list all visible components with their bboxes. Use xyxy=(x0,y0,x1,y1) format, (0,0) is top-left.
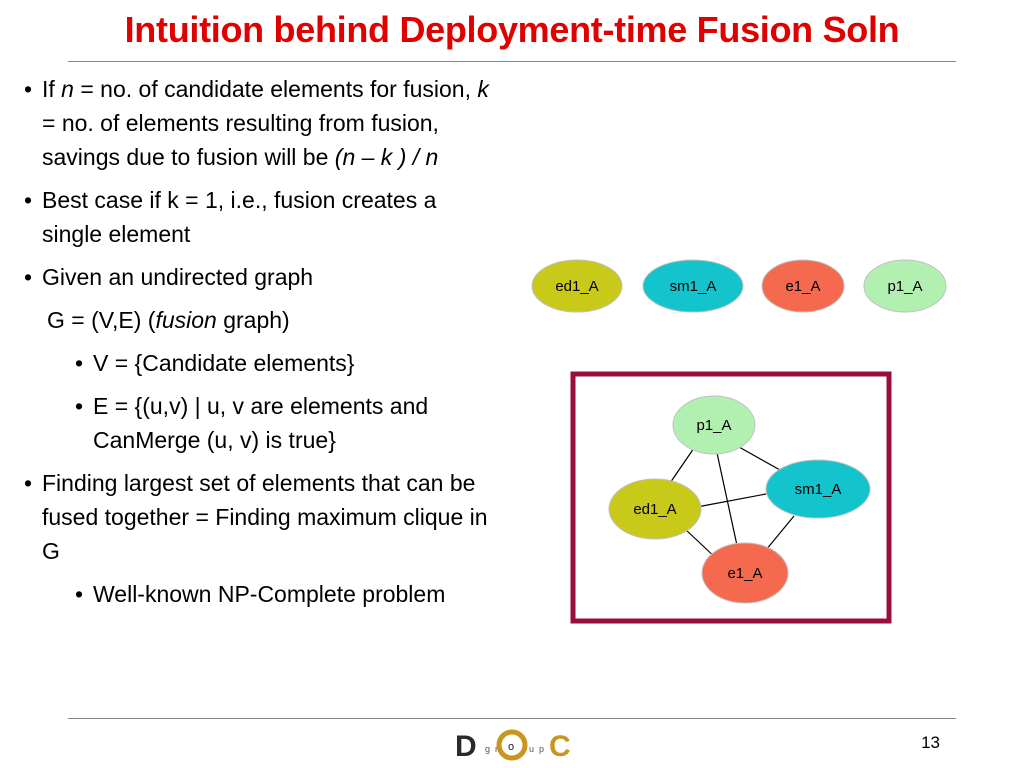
node-p1-a-shape xyxy=(672,395,756,455)
slide-title: Intuition behind Deployment-time Fusion … xyxy=(124,9,900,50)
node-sm1-a: sm1_A xyxy=(765,459,871,519)
bullet-dot: • xyxy=(24,470,33,496)
sub-bullet-edges: •E = {(u,v) | u, v are elements and CanM… xyxy=(20,389,490,457)
node-sm1-a-shape xyxy=(765,459,871,519)
element-sm1-a-label: sm1_A xyxy=(670,278,717,295)
graph-definition: G = (V,E) (fusion graph) xyxy=(47,307,290,333)
node-ed1-a-label: ed1_A xyxy=(633,501,676,518)
node-e1-a-shape xyxy=(701,542,789,604)
fusion-graph: p1_A sm1_A ed1_A e1_A xyxy=(570,371,892,624)
edge-p1-ed1 xyxy=(667,447,695,487)
sub-bullet-np-complete: •Well-known NP-Complete problem xyxy=(20,577,490,611)
node-sm1-a-label: sm1_A xyxy=(795,481,842,498)
candidate-elements-row: ed1_A sm1_A e1_A p1_A xyxy=(531,259,947,313)
bullet-list: •If n = no. of candidate elements for fu… xyxy=(20,72,490,611)
logo-letter-r: r xyxy=(495,744,498,754)
logo-letter-d: D xyxy=(455,730,477,762)
sub-bullet-vertices: •V = {Candidate elements} xyxy=(20,346,490,380)
node-ed1-a: ed1_A xyxy=(608,478,702,540)
title-divider xyxy=(68,61,956,62)
bullet-dot: • xyxy=(24,76,33,102)
logo-circle-icon xyxy=(496,729,528,761)
bullet-dot: • xyxy=(75,350,84,376)
element-e1-a: e1_A xyxy=(761,259,845,313)
element-p1-a-label: p1_A xyxy=(887,278,922,295)
element-ed1-a-label: ed1_A xyxy=(555,278,598,295)
node-p1-a: p1_A xyxy=(672,395,756,455)
bullet-dot: • xyxy=(24,264,33,290)
bullet-dot: • xyxy=(24,187,33,213)
bullet-max-clique: •Finding largest set of elements that ca… xyxy=(20,466,490,568)
node-e1-a-label: e1_A xyxy=(727,565,762,582)
page-number: 13 xyxy=(921,733,940,752)
element-e1-a-label: e1_A xyxy=(785,278,820,295)
node-ed1-a-shape xyxy=(608,478,702,540)
element-ed1-a-shape xyxy=(531,259,623,313)
bullet-dot: • xyxy=(75,393,84,419)
bullet-best-case: •Best case if k = 1, i.e., fusion create… xyxy=(20,183,490,251)
fusion-graph-frame xyxy=(570,371,892,624)
doc-group-logo: D g r o u p C xyxy=(455,729,570,762)
node-p1-a-label: p1_A xyxy=(696,417,731,434)
logo-letter-u: u xyxy=(529,744,534,754)
element-sm1-a: sm1_A xyxy=(642,259,744,313)
element-p1-a: p1_A xyxy=(863,259,947,313)
footer-divider xyxy=(68,718,956,719)
element-p1-a-shape xyxy=(863,259,947,313)
logo-letter-o: o xyxy=(508,741,514,753)
node-e1-a: e1_A xyxy=(701,542,789,604)
element-sm1-a-shape xyxy=(642,259,744,313)
logo-letter-c: C xyxy=(549,730,570,762)
logo-letter-g: g xyxy=(485,744,490,754)
bullet-dot: • xyxy=(75,581,84,607)
edge-ed1-sm1 xyxy=(696,493,767,508)
element-ed1-a: ed1_A xyxy=(531,259,623,313)
element-e1-a-shape xyxy=(761,259,845,313)
logo-letter-p: p xyxy=(539,744,544,754)
bullet-savings: •If n = no. of candidate elements for fu… xyxy=(20,72,490,174)
bullet-undirected-graph: •Given an undirected graph xyxy=(20,260,490,294)
